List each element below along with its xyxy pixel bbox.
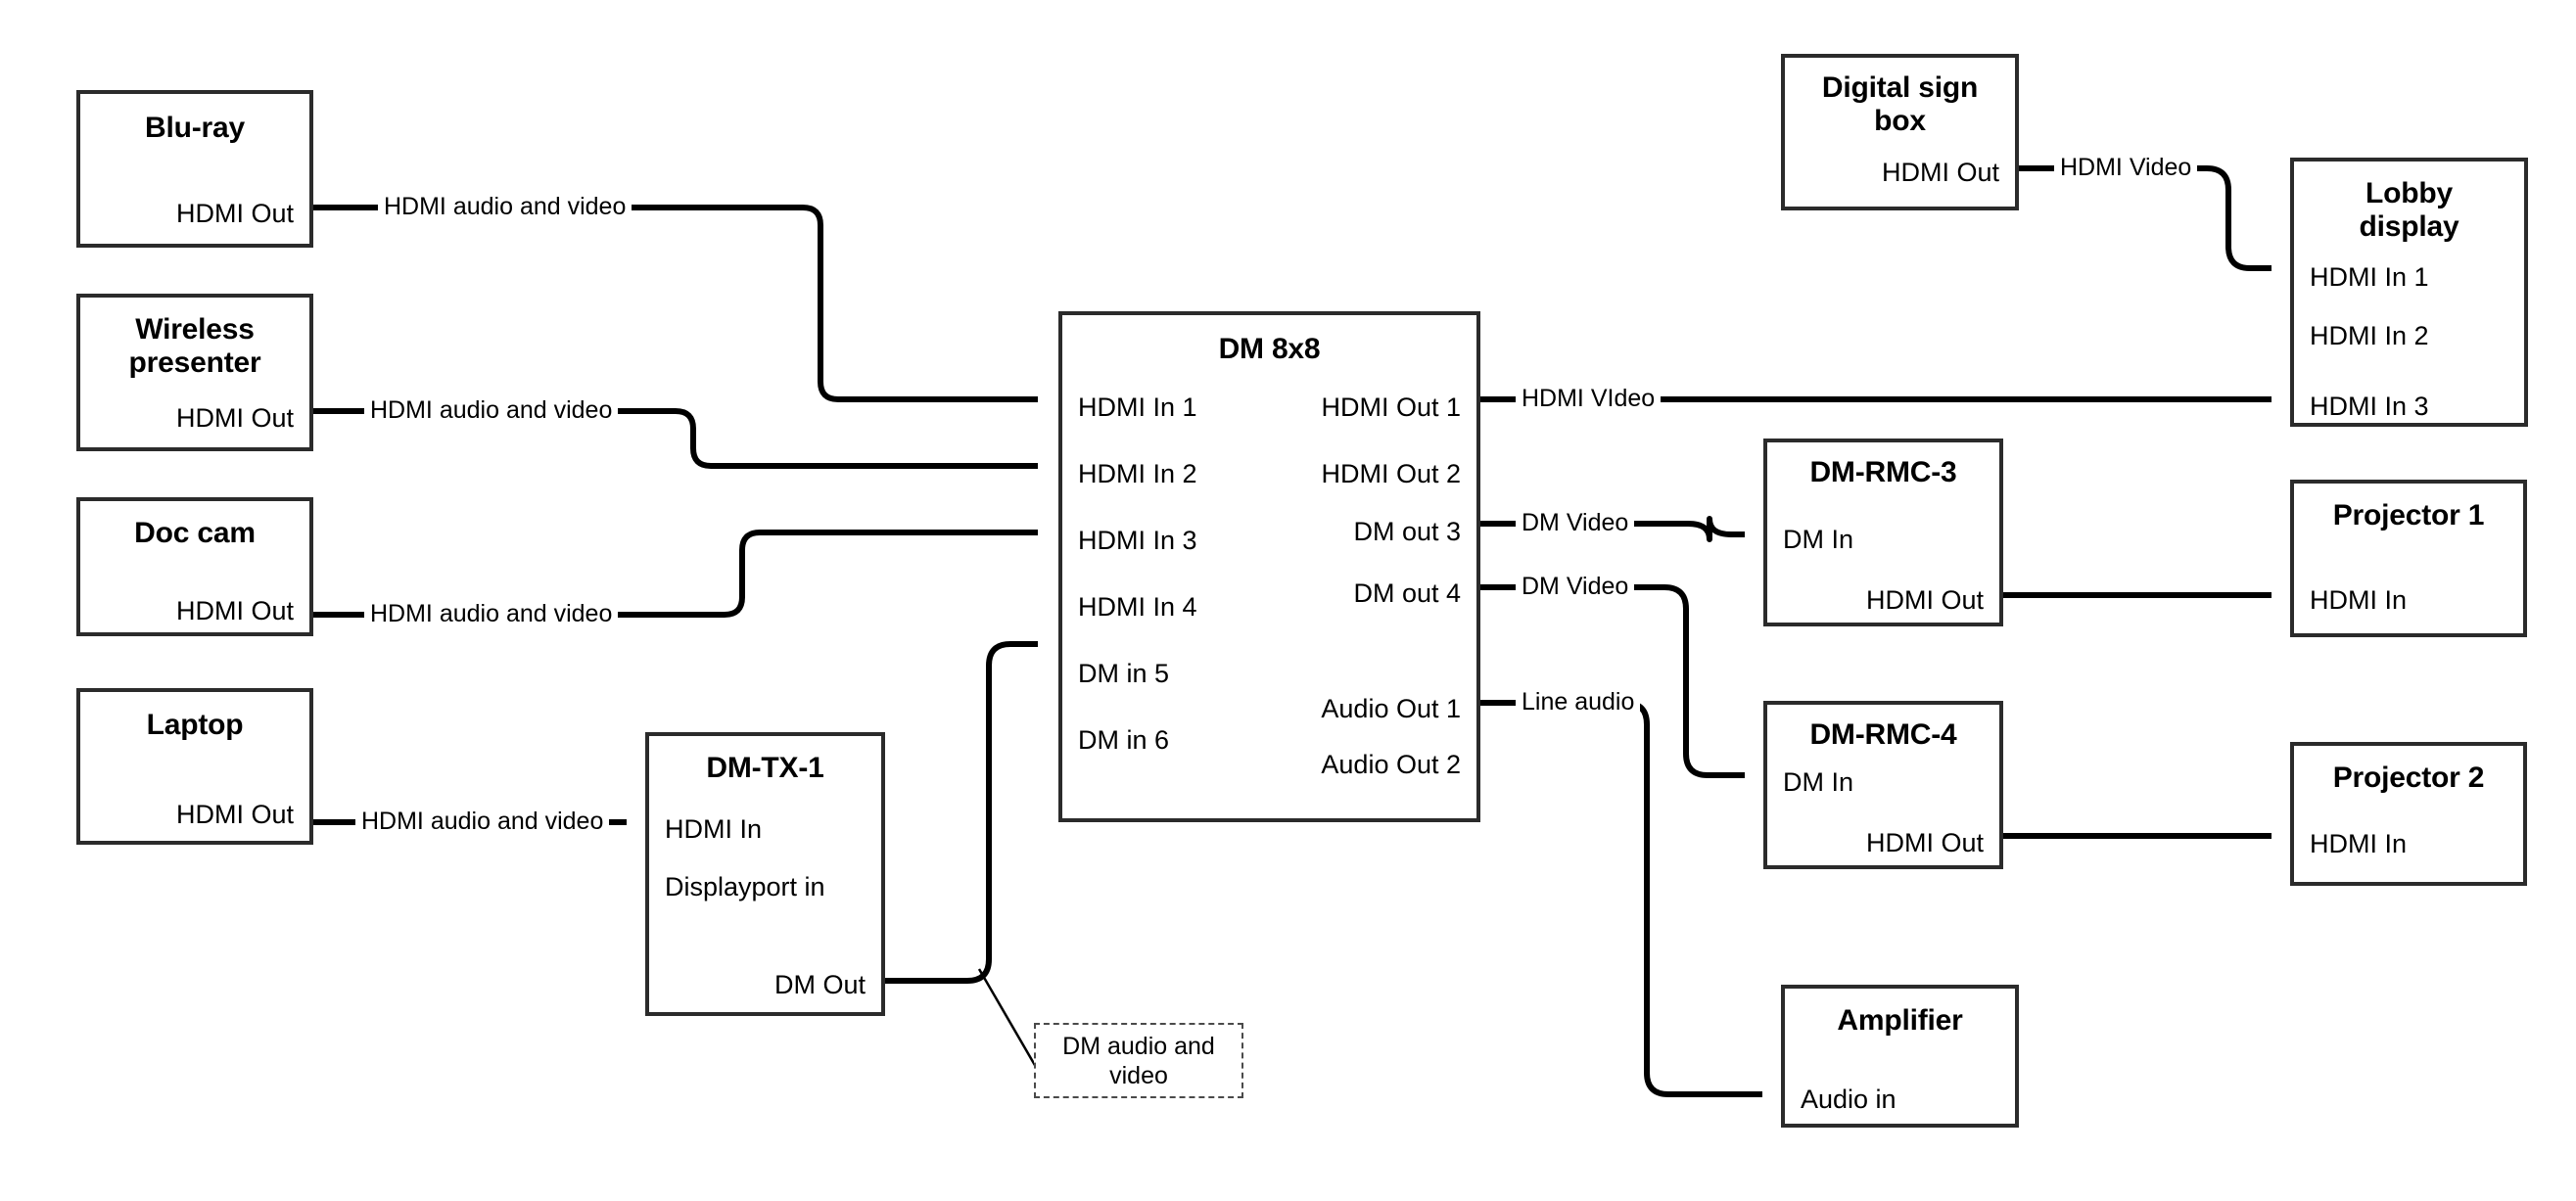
wireless-presenter-port-hdmi-out: HDMI Out [175,403,294,433]
amplifier-title: Amplifier [1837,1004,1963,1037]
link-label-dmout3-to-rmc3: DM Video [1516,511,1635,535]
lobby-display-input-hdmi-in-1: HDMI In 1 [2310,262,2429,292]
bluray-port-hdmi-out: HDMI Out [175,199,294,228]
laptop-title: Laptop [146,709,244,741]
device-dm-rmc-4[interactable]: DM-RMC-4 DM In HDMI Out [1763,701,2003,869]
dm-8x8-input-dm-in-5: DM in 5 [1078,659,1170,688]
wire-bluray-to-dm8x8 [313,205,1038,402]
projector-1-port-hdmi-in: HDMI In [2310,585,2408,615]
dm-8x8-output-hdmi-out-1: HDMI Out 1 [1321,393,1461,422]
link-label-laptop-to-dmtx1: HDMI audio and video [355,809,610,834]
device-amplifier[interactable]: Amplifier Audio in [1781,985,2019,1128]
doc-cam-port-hdmi-out: HDMI Out [175,596,294,625]
device-digital-sign-box[interactable]: Digital sign box HDMI Out [1781,54,2019,210]
wireless-presenter-title-line2: presenter [128,346,261,379]
digital-sign-box-title-line2: box [1874,105,1926,137]
callout-dm-audio-and-video: DM audio and video [1034,1023,1243,1098]
projector-1-title: Projector 1 [2332,499,2485,531]
link-label-wireless-to-dm8x8: HDMI audio and video [364,398,619,423]
dm-8x8-input-dm-in-6: DM in 6 [1078,725,1170,755]
wire-audioout1-to-amp [1480,700,1762,1097]
dm-rmc-4-port-hdmi-out: HDMI Out [1865,828,1984,857]
dm-8x8-input-hdmi-in-3: HDMI In 3 [1078,526,1197,555]
dm-8x8-output-audio-out-2: Audio Out 2 [1321,750,1461,779]
dm-8x8-input-hdmi-in-2: HDMI In 2 [1078,459,1197,488]
device-doc-cam[interactable]: Doc cam HDMI Out [76,497,313,636]
projector-2-port-hdmi-in: HDMI In [2310,829,2408,858]
callout-leader-line [977,968,1038,1068]
dm-tx-1-port-dm-out: DM Out [773,970,866,999]
link-label-dmout4-to-rmc4: DM Video [1516,575,1635,599]
device-projector-1[interactable]: Projector 1 HDMI In [2290,480,2527,637]
dm-rmc-3-title: DM-RMC-3 [1809,456,1957,488]
device-bluray[interactable]: Blu-ray HDMI Out [76,90,313,248]
device-dm-8x8[interactable]: DM 8x8 HDMI In 1 HDMI In 2 HDMI In 3 HDM… [1058,311,1480,822]
laptop-port-hdmi-out: HDMI Out [175,800,294,829]
projector-2-title: Projector 2 [2332,762,2485,794]
lobby-display-title-line1: Lobby [2365,177,2453,209]
device-dm-tx-1[interactable]: DM-TX-1 HDMI In Displayport in DM Out [645,732,885,1016]
dm-8x8-output-hdmi-out-2: HDMI Out 2 [1321,459,1461,488]
dm-tx-1-port-hdmi-in: HDMI In [665,814,763,844]
digital-sign-box-port-hdmi-out: HDMI Out [1881,158,1999,187]
dm-rmc-4-title: DM-RMC-4 [1809,718,1957,751]
link-label-hdmiout1-to-lobby: HDMI VIdeo [1516,387,1662,411]
device-lobby-display[interactable]: Lobby display HDMI In 1 HDMI In 2 HDMI I… [2290,158,2528,427]
link-label-bluray-to-dm8x8: HDMI audio and video [378,195,632,219]
dm-tx-1-title: DM-TX-1 [706,752,824,784]
dm-8x8-input-hdmi-in-4: HDMI In 4 [1078,592,1197,622]
dm-rmc-3-port-hdmi-out: HDMI Out [1865,585,1984,615]
lobby-display-input-hdmi-in-3: HDMI In 3 [2310,392,2429,421]
device-laptop[interactable]: Laptop HDMI Out [76,688,313,845]
callout-dm-audio-and-video-text: DM audio and video [1062,1032,1215,1089]
wire-sign-to-lobby [2019,165,2272,271]
dm-8x8-title: DM 8x8 [1218,333,1321,365]
amplifier-port-audio-in: Audio in [1801,1085,1897,1114]
bluray-title: Blu-ray [145,112,245,144]
dm-rmc-3-port-dm-in: DM In [1783,525,1854,554]
dm-tx-1-port-displayport-in: Displayport in [665,872,825,901]
doc-cam-title: Doc cam [134,517,256,549]
link-label-doccam-to-dm8x8: HDMI audio and video [364,602,619,626]
digital-sign-box-title-line1: Digital sign [1821,71,1979,104]
dm-8x8-output-dm-out-3: DM out 3 [1353,517,1461,546]
lobby-display-input-hdmi-in-2: HDMI In 2 [2310,321,2429,350]
dm-8x8-input-hdmi-in-1: HDMI In 1 [1078,393,1197,422]
device-projector-2[interactable]: Projector 2 HDMI In [2290,742,2527,886]
link-label-sign-to-lobby: HDMI Video [2054,156,2198,180]
device-wireless-presenter[interactable]: Wireless presenter HDMI Out [76,294,313,451]
wire-dmtx1-to-dm8x8 [885,641,1038,984]
dm-rmc-4-port-dm-in: DM In [1783,767,1854,797]
wireless-presenter-title-line1: Wireless [135,313,255,346]
device-dm-rmc-3[interactable]: DM-RMC-3 DM In HDMI Out [1763,439,2003,626]
wire-dmout4-to-rmc4 [1480,584,1745,778]
dm-8x8-output-dm-out-4: DM out 4 [1353,578,1461,608]
link-label-audioout1-to-amp: Line audio [1516,690,1641,715]
lobby-display-title-line2: display [2359,210,2459,243]
dm-8x8-output-audio-out-1: Audio Out 1 [1321,694,1461,723]
